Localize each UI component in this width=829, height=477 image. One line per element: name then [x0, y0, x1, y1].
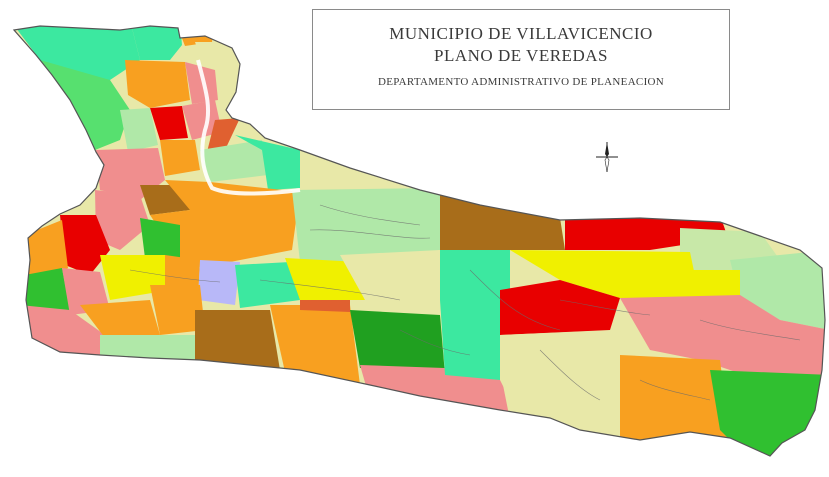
- vereda-region[interactable]: [500, 330, 640, 440]
- vereda-region[interactable]: [235, 135, 300, 190]
- vereda-region[interactable]: [150, 180, 300, 270]
- vereda-region[interactable]: [350, 310, 445, 375]
- vereda-region[interactable]: [510, 250, 700, 300]
- vereda-region[interactable]: [140, 218, 180, 260]
- vereda-region[interactable]: [80, 300, 160, 338]
- vereda-region[interactable]: [185, 62, 218, 104]
- river-line: [196, 59, 301, 196]
- road-network: [129, 204, 801, 401]
- vereda-region[interactable]: [200, 140, 268, 182]
- vereda-region[interactable]: [10, 20, 140, 90]
- vereda-region[interactable]: [198, 260, 240, 305]
- vereda-region[interactable]: [440, 300, 500, 380]
- vereda-region[interactable]: [300, 300, 350, 312]
- vereda-region[interactable]: [130, 20, 182, 60]
- vereda-region[interactable]: [285, 258, 365, 300]
- vereda-region[interactable]: [150, 285, 205, 335]
- vereda-region[interactable]: [500, 280, 620, 335]
- vereda-region[interactable]: [195, 42, 242, 92]
- vereda-region[interactable]: [60, 215, 110, 275]
- map-title-box: MUNICIPIO DE VILLAVICENCIO PLANO DE VERE…: [312, 9, 730, 110]
- map-department: DEPARTAMENTO ADMINISTRATIVO DE PLANEACIO…: [377, 76, 665, 88]
- vereda-region[interactable]: [120, 108, 158, 152]
- vereda-region[interactable]: [235, 262, 300, 308]
- north-arrow-icon: [596, 142, 618, 173]
- map-title: MUNICIPIO DE VILLAVICENCIO: [389, 24, 653, 43]
- municipality-border: [12, 25, 826, 457]
- map-subtitle: PLANO DE VEREDAS: [434, 46, 608, 65]
- vereda-region[interactable]: [160, 140, 200, 176]
- vereda-region[interactable]: [620, 355, 730, 440]
- vereda-region[interactable]: [340, 250, 445, 300]
- vereda-region[interactable]: [62, 268, 110, 315]
- vereda-region[interactable]: [125, 60, 190, 108]
- vereda-region[interactable]: [690, 270, 740, 300]
- vereda-region[interactable]: [730, 250, 829, 330]
- vereda-region[interactable]: [150, 106, 188, 140]
- vereda-region[interactable]: [25, 220, 68, 285]
- vereda-region[interactable]: [620, 295, 829, 380]
- vereda-region[interactable]: [440, 195, 565, 250]
- vereda-region[interactable]: [710, 370, 829, 460]
- vereda-region[interactable]: [195, 310, 280, 370]
- vereda-region[interactable]: [182, 100, 222, 140]
- vereda-region[interactable]: [40, 60, 130, 150]
- vereda-region[interactable]: [292, 188, 440, 262]
- vereda-region[interactable]: [300, 150, 360, 200]
- vereda-region[interactable]: [270, 305, 360, 385]
- vereda-region[interactable]: [25, 268, 70, 318]
- vereda-region[interactable]: [100, 335, 200, 360]
- vereda-region[interactable]: [95, 190, 150, 250]
